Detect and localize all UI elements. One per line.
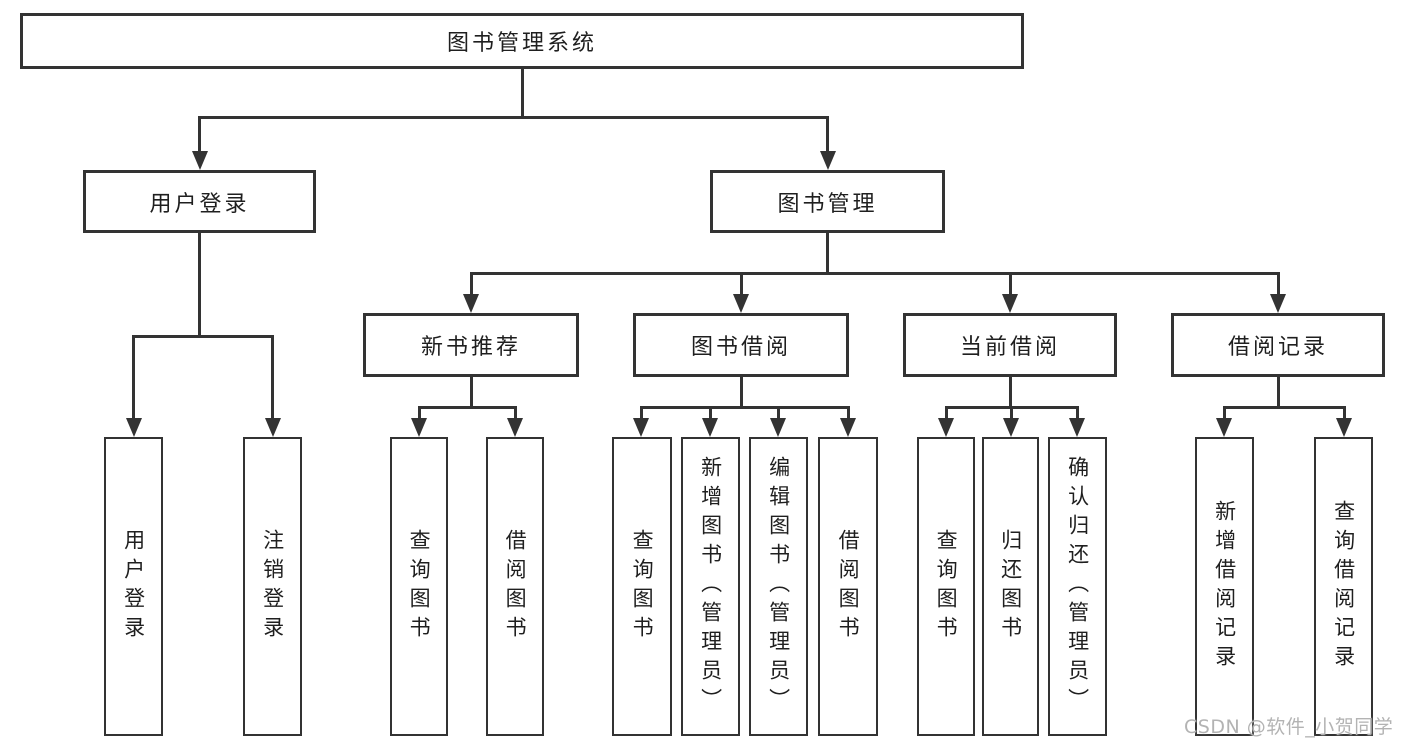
node-borrowing-records: 借阅记录 <box>1171 313 1385 377</box>
node-book-borrowing: 图书借阅 <box>633 313 849 377</box>
leaf-borrow-books-recommend: 借阅图书 <box>486 437 544 736</box>
node-label: 查询借阅记录 <box>1331 499 1356 674</box>
arrow-down-icon <box>1336 418 1352 437</box>
connector-line <box>1276 377 1280 408</box>
leaf-user-login: 用户登录 <box>104 437 163 736</box>
leaf-query-books-recommend: 查询图书 <box>390 437 448 736</box>
arrow-down-icon <box>840 418 856 437</box>
node-label: 借阅图书 <box>836 528 861 645</box>
node-library-management-system: 图书管理系统 <box>20 13 1024 69</box>
leaf-logout: 注销登录 <box>243 437 302 736</box>
connector-line <box>639 406 643 420</box>
connector-line <box>826 233 829 274</box>
arrow-down-icon <box>1002 294 1018 313</box>
arrow-down-icon <box>411 418 427 437</box>
connector-line <box>1222 406 1345 409</box>
connector-line <box>198 116 201 152</box>
node-label: 用户登录 <box>149 191 250 217</box>
arrow-down-icon <box>770 418 786 437</box>
node-label: 借阅记录 <box>1227 335 1328 360</box>
connector-line <box>513 406 517 420</box>
connector-line <box>132 335 135 419</box>
connector-line <box>1222 406 1226 420</box>
leaf-query-books-current: 查询图书 <box>917 437 975 736</box>
leaf-query-books-borrow: 查询图书 <box>612 437 672 736</box>
leaf-return-book: 归还图书 <box>982 437 1039 736</box>
node-label: 新书推荐 <box>420 335 521 360</box>
connector-line <box>1342 406 1346 420</box>
node-label: 注销登录 <box>260 528 285 645</box>
node-label: 图书借阅 <box>690 335 791 360</box>
watermark: CSDN @软件_小贺同学 <box>1184 716 1394 738</box>
connector-line <box>708 406 712 420</box>
node-label: 新增借阅记录 <box>1212 499 1237 674</box>
connector-line <box>469 272 1280 275</box>
node-label: 图书管理 <box>777 191 878 217</box>
node-label: 当前借阅 <box>959 335 1060 360</box>
connector-line <box>846 406 850 420</box>
node-label: 新增图书（管理员） <box>698 456 723 717</box>
connector-line <box>944 406 948 420</box>
node-user-login: 用户登录 <box>83 170 316 233</box>
node-label: 借阅图书 <box>503 528 528 645</box>
arrow-down-icon <box>1270 294 1286 313</box>
connector-line <box>826 116 829 152</box>
connector-line <box>739 377 743 408</box>
connector-line <box>198 116 829 119</box>
connector-line <box>739 272 743 296</box>
arrow-down-icon <box>125 418 142 437</box>
connector-line <box>271 335 274 419</box>
arrow-down-icon <box>819 151 836 170</box>
node-label: 查询图书 <box>407 528 432 645</box>
leaf-query-borrow-record: 查询借阅记录 <box>1314 437 1373 736</box>
leaf-edit-book-admin: 编辑图书（管理员） <box>749 437 808 736</box>
arrow-down-icon <box>733 294 749 313</box>
connector-line <box>1009 406 1013 420</box>
connector-line <box>417 406 517 409</box>
arrow-down-icon <box>938 418 954 437</box>
connector-line <box>1276 272 1280 296</box>
node-label: 编辑图书（管理员） <box>766 456 791 717</box>
arrow-down-icon <box>507 418 523 437</box>
leaf-add-book-admin: 新增图书（管理员） <box>681 437 740 736</box>
node-new-book-recommendation: 新书推荐 <box>363 313 579 377</box>
connector-line <box>198 233 201 337</box>
arrow-down-icon <box>264 418 281 437</box>
arrow-down-icon <box>191 151 208 170</box>
arrow-down-icon <box>463 294 479 313</box>
connector-line <box>520 69 524 117</box>
leaf-borrow-books: 借阅图书 <box>818 437 878 736</box>
arrow-down-icon <box>1216 418 1232 437</box>
arrow-down-icon <box>633 418 649 437</box>
arrow-down-icon <box>702 418 718 437</box>
node-label: 图书管理系统 <box>446 31 597 56</box>
arrow-down-icon <box>1003 418 1019 437</box>
connector-line <box>639 406 850 409</box>
connector-line <box>1008 377 1012 408</box>
connector-line <box>132 335 274 338</box>
connector-line <box>469 272 473 296</box>
node-label: 确认归还（管理员） <box>1065 456 1090 717</box>
leaf-confirm-return-admin: 确认归还（管理员） <box>1048 437 1107 736</box>
node-label: 用户登录 <box>121 528 146 645</box>
connector-line <box>776 406 780 420</box>
node-current-borrowing: 当前借阅 <box>903 313 1117 377</box>
leaf-add-borrow-record: 新增借阅记录 <box>1195 437 1254 736</box>
connector-line <box>469 377 473 408</box>
node-label: 归还图书 <box>998 528 1023 645</box>
node-book-management: 图书管理 <box>710 170 945 233</box>
node-label: 查询图书 <box>630 528 655 645</box>
node-label: 查询图书 <box>934 528 959 645</box>
connector-line <box>1075 406 1079 420</box>
connector-line <box>1008 272 1012 296</box>
arrow-down-icon <box>1069 418 1085 437</box>
connector-line <box>417 406 421 420</box>
